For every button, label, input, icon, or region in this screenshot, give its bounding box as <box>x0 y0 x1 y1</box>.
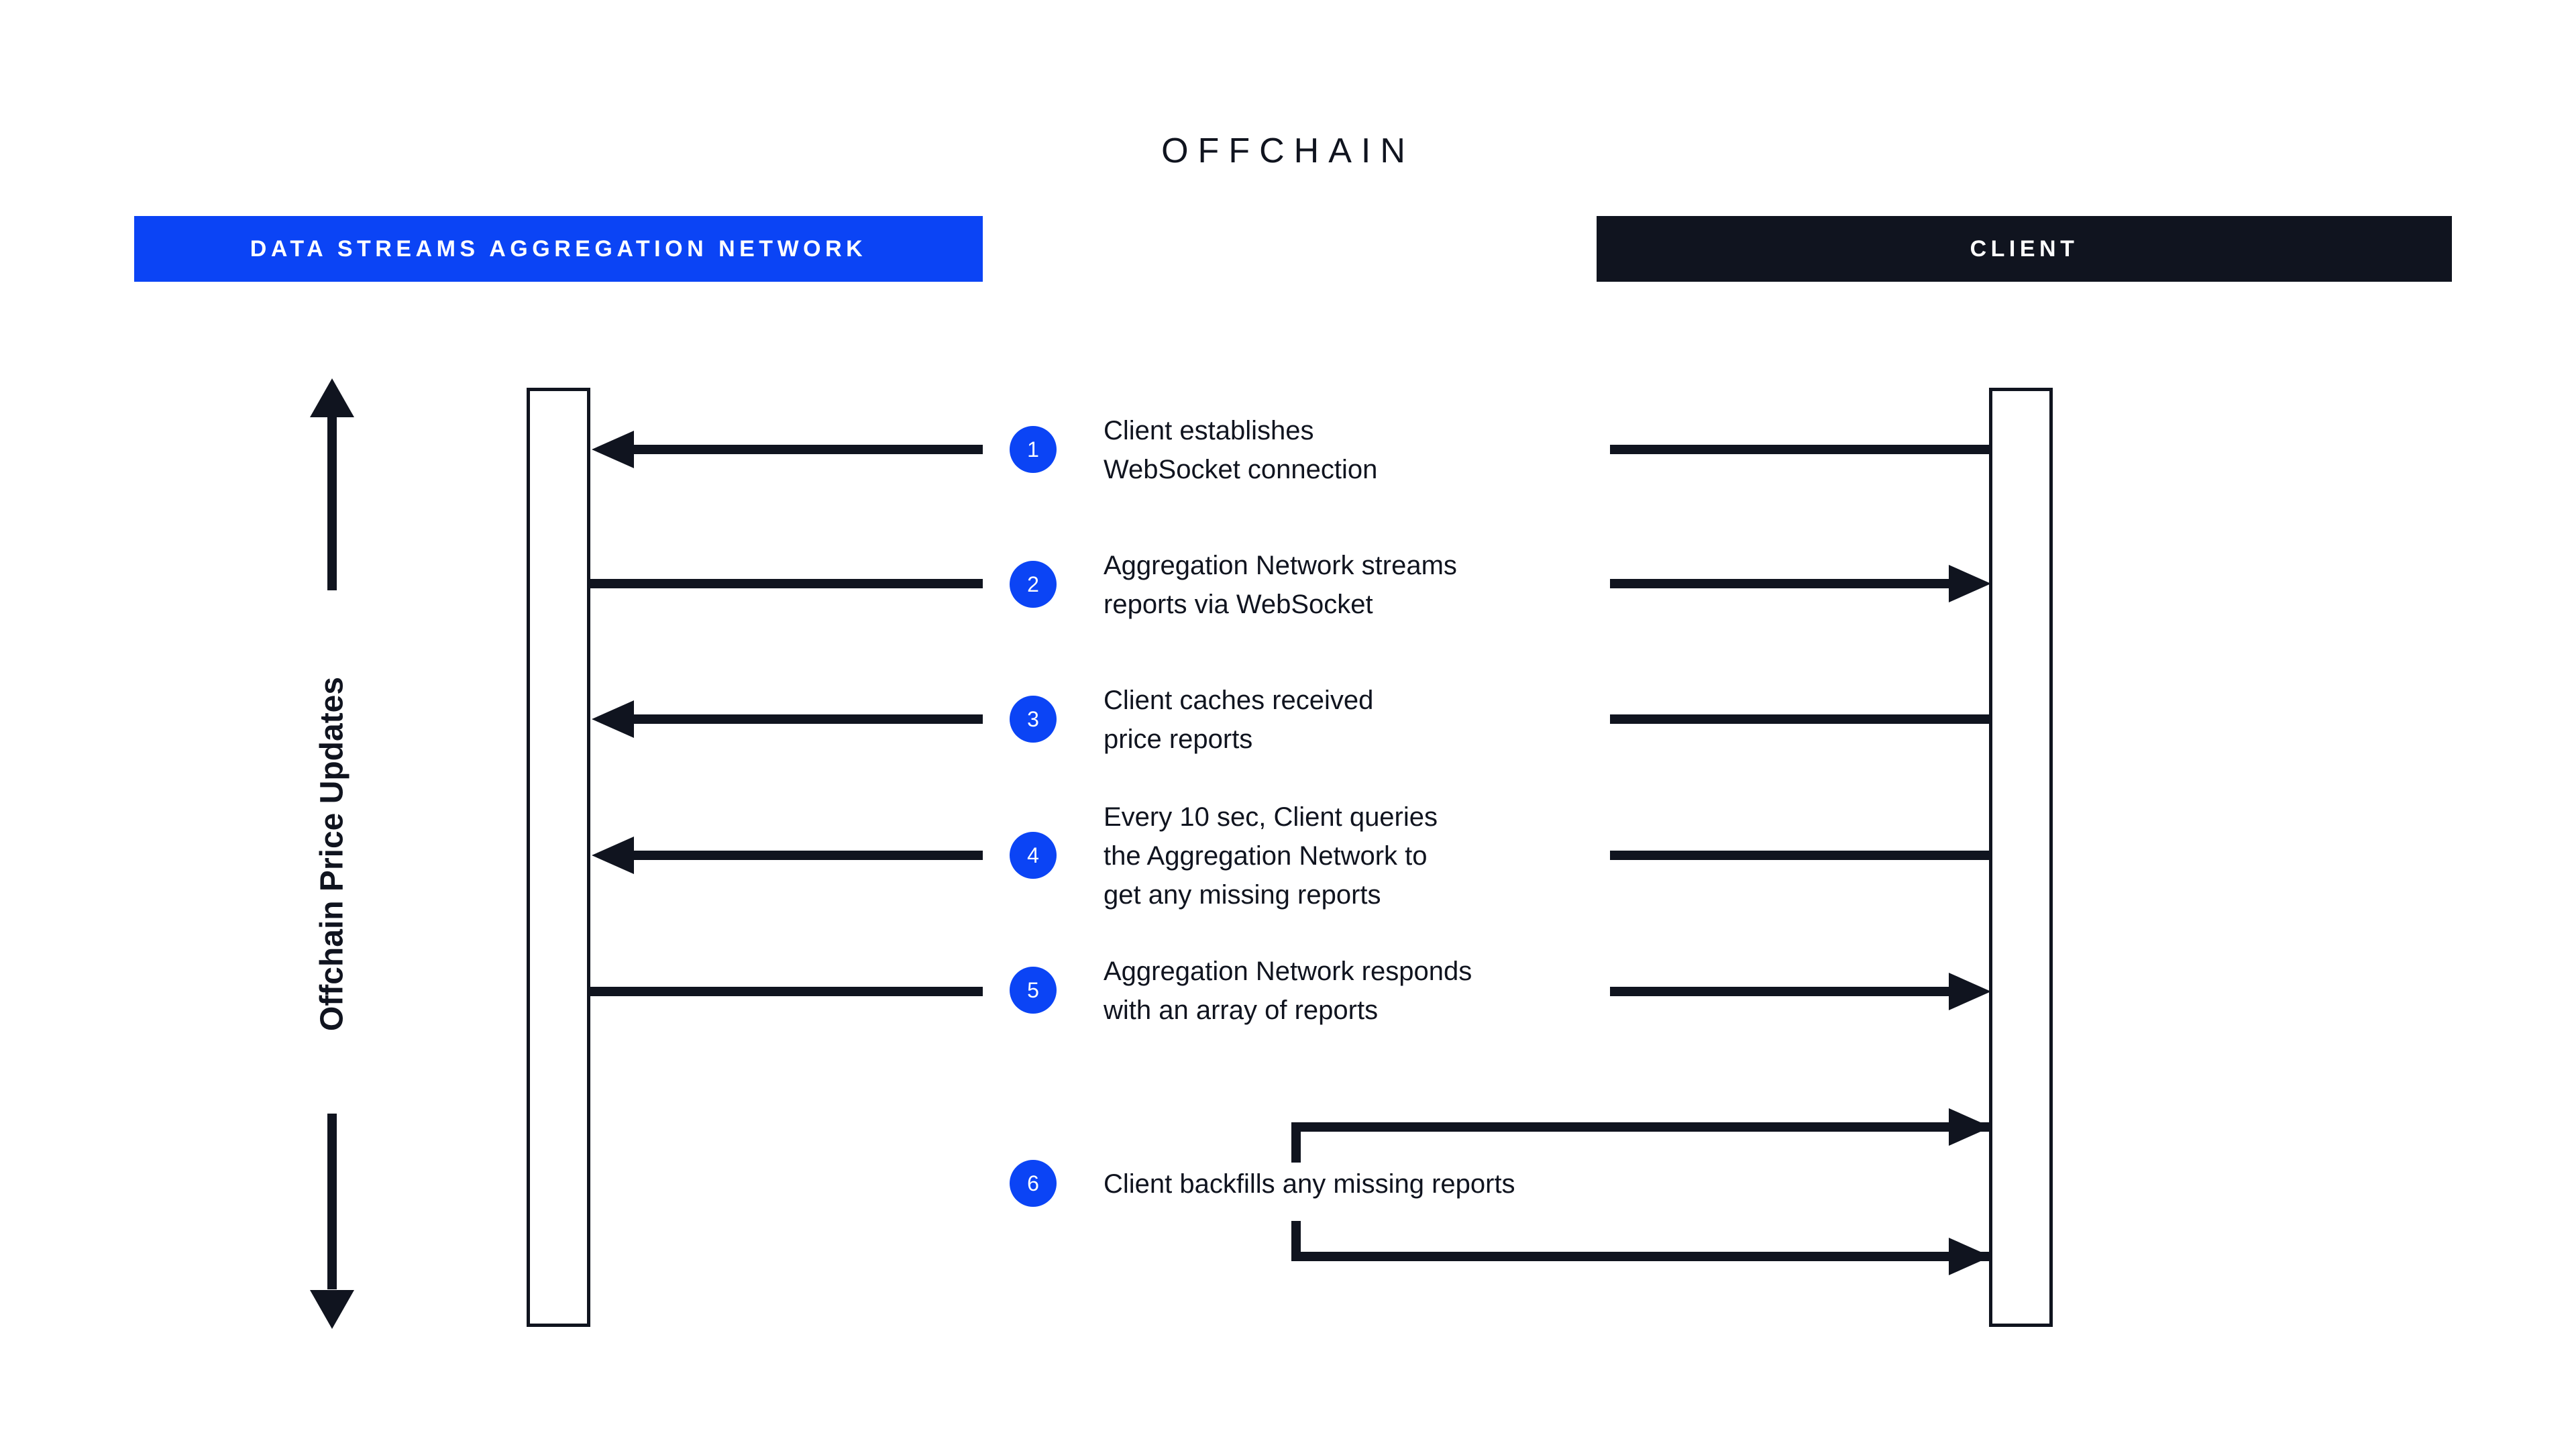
actor-header-client-label: CLIENT <box>1970 235 2079 262</box>
step-text-2: Aggregation Network streams reports via … <box>1104 551 1457 619</box>
actor-header-aggregation-network-label: DATA STREAMS AGGREGATION NETWORK <box>250 235 867 262</box>
message-arrow-6-self-loop <box>0 1100 2576 1288</box>
step-text-4: Every 10 sec, Client queries the Aggrega… <box>1104 802 1438 910</box>
axis-double-arrow-icon <box>310 378 354 1329</box>
step-badge-2[interactable]: 2 <box>1010 561 1057 608</box>
lifeline-aggregation-network <box>527 388 590 1327</box>
step-badge-3-number: 3 <box>1027 707 1039 731</box>
page-title: OFFCHAIN <box>1161 131 1415 170</box>
step-badge-6[interactable]: 6 <box>1010 1160 1057 1207</box>
message-arrow-2 <box>0 557 2576 617</box>
message-arrow-5 <box>0 965 2576 1025</box>
step-badge-5[interactable]: 5 <box>1010 967 1057 1014</box>
step-text-5: Aggregation Network responds with an arr… <box>1104 957 1472 1025</box>
message-arrow-1 <box>0 423 2576 483</box>
step-badge-5-number: 5 <box>1027 978 1039 1002</box>
step-badge-1-number: 1 <box>1027 437 1039 462</box>
actor-header-aggregation-network: DATA STREAMS AGGREGATION NETWORK <box>134 216 983 282</box>
offchain-price-updates-axis: Offchain Price Updates <box>288 376 376 1332</box>
step-text-1: Client establishes WebSocket connection <box>1104 416 1378 484</box>
actor-header-client: CLIENT <box>1597 216 2452 282</box>
lifeline-client <box>1989 388 2053 1327</box>
step-badge-2-number: 2 <box>1027 572 1039 596</box>
step-text-3: Client caches received price reports <box>1104 686 1374 754</box>
message-arrow-3 <box>0 692 2576 753</box>
step-text-6: Client backfills any missing reports <box>1104 1169 1515 1199</box>
step-badge-4-number: 4 <box>1027 843 1039 867</box>
message-arrow-4 <box>0 828 2576 889</box>
step-badge-3[interactable]: 3 <box>1010 696 1057 743</box>
step-badge-4[interactable]: 4 <box>1010 832 1057 879</box>
step-badge-1[interactable]: 1 <box>1010 426 1057 473</box>
step-badge-6-number: 6 <box>1027 1171 1039 1195</box>
